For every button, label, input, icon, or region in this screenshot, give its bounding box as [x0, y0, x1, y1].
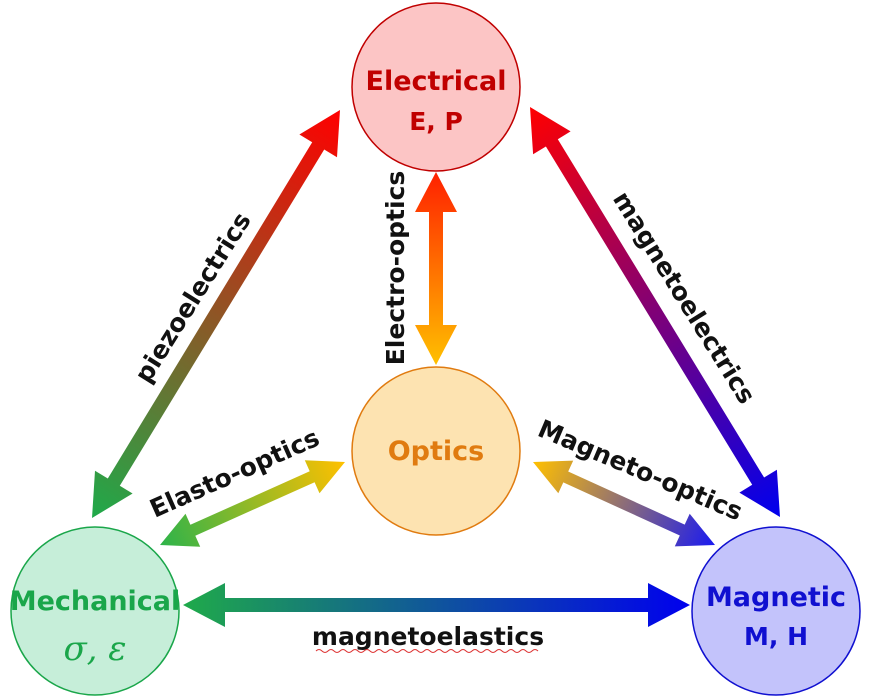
- magnetoelectrics-arrow: [530, 107, 780, 517]
- mechanical-title: Mechanical: [10, 586, 181, 617]
- magnetoelastics-arrow: [183, 583, 690, 627]
- mechanical-subtitle: σ, ε: [63, 629, 126, 669]
- electro-optics-label: Electro-optics: [381, 171, 410, 366]
- electro-optics-arrow: [415, 172, 457, 365]
- electrical-node: Electrical E, P: [351, 2, 521, 172]
- optics-node: Optics: [351, 366, 521, 536]
- optics-circle: [351, 366, 521, 536]
- magnetoelastics-spellcheck-squiggle: [315, 649, 539, 653]
- mechanical-node: Mechanical σ, ε: [10, 526, 181, 696]
- electrical-circle: [351, 2, 521, 172]
- electrical-subtitle: E, P: [409, 107, 463, 136]
- electrical-title: Electrical: [366, 66, 507, 97]
- magnetic-node: Magnetic M, H: [691, 526, 861, 696]
- mechanical-circle: [10, 526, 180, 696]
- piezoelectrics-arrow: [92, 110, 340, 518]
- magnetic-subtitle: M, H: [744, 622, 808, 651]
- optics-title: Optics: [388, 436, 485, 467]
- magnetic-title: Magnetic: [706, 582, 846, 613]
- magnetoelectrics-label: magnetoelectrics: [607, 186, 761, 409]
- magneto-optics-arrow: [533, 460, 715, 547]
- magnetic-circle: [691, 526, 861, 696]
- magnetoelastics-label: magnetoelastics: [312, 622, 544, 651]
- elasto-optics-arrow: [160, 460, 345, 547]
